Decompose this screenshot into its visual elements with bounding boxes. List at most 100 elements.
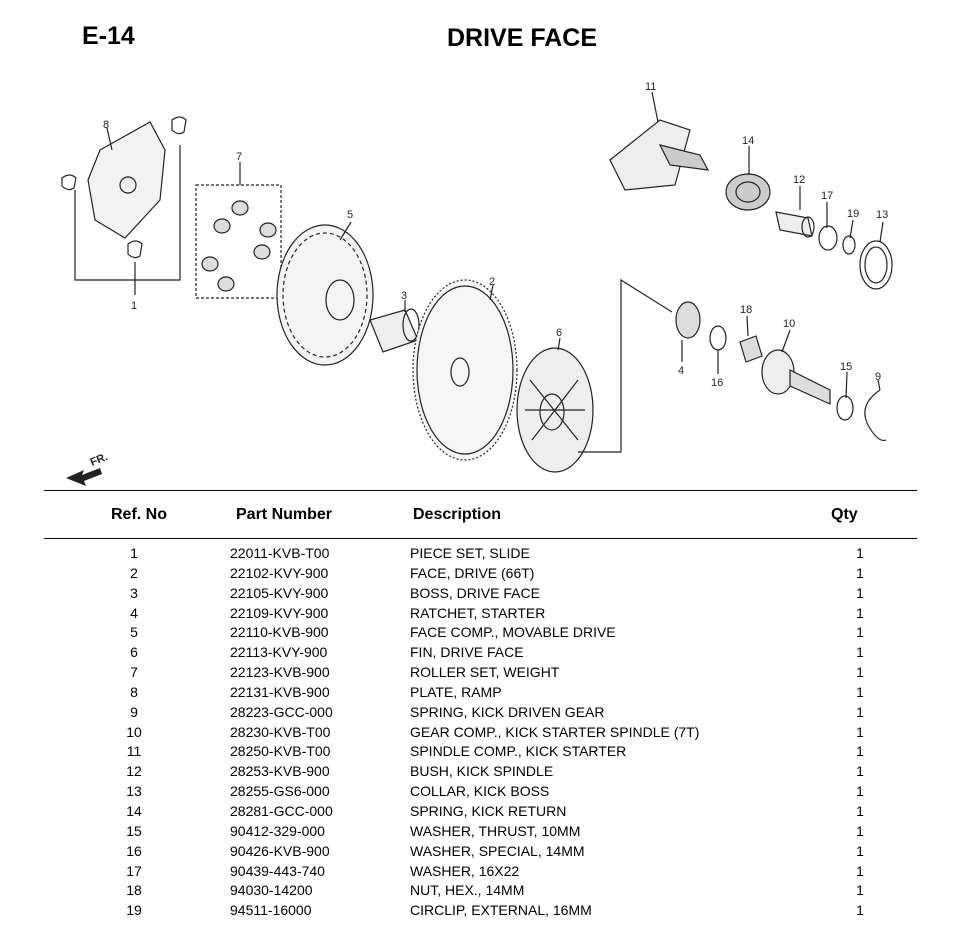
callout-labels: 8 1 7 5 3 2 6 11 14 12 17 19 13 18 10 15… [103, 81, 888, 389]
col-header-qty: Qty [831, 506, 858, 523]
callout-16: 16 [711, 377, 723, 389]
qty-cell: 1 [856, 882, 864, 899]
ref-cell: 16 [44, 842, 230, 862]
qty-cell: 1 [856, 723, 864, 740]
ref-number: 1 [130, 545, 138, 561]
qty-cell: 1 [856, 802, 864, 819]
col-header-ref: Ref. No [111, 506, 167, 523]
part-number-cell: 22110-KVB-900 [230, 624, 329, 641]
part-number-cell: 28250-KVB-T00 [230, 743, 331, 760]
ref-cell: 7 [44, 663, 230, 683]
table-top-rule [44, 490, 917, 491]
description-cell: FIN, DRIVE FACE [410, 644, 524, 661]
ref-cell: 9 [44, 703, 230, 723]
part-number-cell: 28281-GCC-000 [230, 802, 333, 819]
ref-cell: 3 [44, 584, 230, 604]
ref-cell: 15 [44, 822, 230, 842]
table-row: 15 90412-329-000 WASHER, THRUST, 10MM 1 [44, 822, 910, 842]
ref-number: 2 [130, 564, 138, 581]
qty-cell: 1 [856, 743, 864, 760]
description-cell: SPINDLE COMP., KICK STARTER [410, 743, 627, 760]
description-cell: BUSH, KICK SPINDLE [410, 763, 554, 780]
ref-number: 16 [126, 842, 142, 859]
ref-cell: 10 [44, 723, 230, 743]
callout-6: 6 [556, 327, 562, 339]
table-row: 11 28250-KVB-T00 SPINDLE COMP., KICK START… [44, 742, 910, 762]
table-row: 13 28255-GS6-000 COLLAR, KICK BOSS 1 [44, 782, 910, 802]
ref-cell: 6 [44, 643, 230, 663]
description-cell: PIECE SET, SLIDE [410, 545, 530, 561]
ref-number: 6 [130, 644, 138, 661]
front-arrow-icon: FR. [66, 451, 110, 486]
qty-cell: 1 [856, 822, 864, 839]
ref-cell: 18 [44, 881, 230, 901]
qty-cell: 1 [856, 862, 864, 879]
ref-cell: 1 [44, 544, 230, 564]
qty-cell: 1 [856, 763, 864, 780]
description-cell: FACE COMP., MOVABLE DRIVE [410, 624, 616, 641]
callout-19: 19 [847, 208, 859, 220]
description-cell: COLLAR, KICK BOSS [410, 783, 550, 800]
ref-number: 18 [126, 882, 142, 899]
ref-number: 11 [126, 743, 142, 760]
callout-12: 12 [793, 174, 805, 186]
qty-cell: 1 [856, 902, 864, 919]
callout-7: 7 [236, 151, 242, 163]
qty-cell: 1 [856, 664, 864, 681]
part-number-cell: 28253-KVB-900 [230, 763, 330, 780]
description-cell: RATCHET, STARTER [410, 604, 546, 621]
qty-cell: 1 [856, 564, 864, 581]
description-cell: FACE, DRIVE (66T) [410, 564, 535, 581]
callout-8: 8 [103, 119, 109, 131]
description-cell: WASHER, SPECIAL, 14MM [410, 842, 585, 859]
part-number-cell: 22131-KVB-900 [230, 683, 330, 700]
part-number-cell: 90412-329-000 [230, 822, 325, 839]
table-header-rule [44, 538, 917, 539]
part-number-cell: 94030-14200 [230, 882, 313, 899]
part-number-cell: 22109-KVY-900 [230, 604, 329, 621]
col-header-part-number: Part Number [236, 506, 333, 523]
callout-13: 13 [876, 209, 888, 221]
ref-number: 5 [130, 624, 138, 641]
callout-4: 4 [678, 365, 684, 377]
ref-cell: 11 [44, 742, 230, 762]
description-cell: GEAR COMP., KICK STARTER SPINDLE (7T) [410, 723, 700, 740]
ref-number: 4 [130, 604, 138, 621]
qty-cell: 1 [856, 783, 864, 800]
callout-15: 15 [840, 361, 852, 373]
callout-9: 9 [875, 371, 881, 383]
ref-number: 15 [126, 822, 142, 839]
table-row: 17 90439-443-740 WASHER, 16X22 1 [44, 862, 910, 882]
part-number-cell: 28255-GS6-000 [230, 783, 330, 800]
ref-number: 13 [126, 783, 142, 800]
ref-cell: 13 [44, 782, 230, 802]
description-cell: SPRING, KICK DRIVEN GEAR [410, 703, 605, 720]
callout-3: 3 [401, 290, 407, 302]
description-cell: WASHER, THRUST, 10MM [410, 822, 581, 839]
part-number-cell: 28223-GCC-000 [230, 703, 333, 720]
callout-10: 10 [783, 318, 795, 330]
qty-cell: 1 [856, 545, 864, 561]
callout-18: 18 [740, 304, 752, 316]
part-number-cell: 28230-KVB-T00 [230, 723, 331, 740]
callout-2: 2 [489, 276, 495, 288]
part-number-cell: 90439-443-740 [230, 862, 325, 879]
ref-number: 17 [126, 862, 142, 879]
description-cell: WASHER, 16X22 [410, 862, 520, 879]
ref-cell: 12 [44, 762, 230, 782]
page-title: DRIVE FACE [447, 24, 598, 52]
part-number-cell: 22105-KVY-900 [230, 584, 329, 601]
